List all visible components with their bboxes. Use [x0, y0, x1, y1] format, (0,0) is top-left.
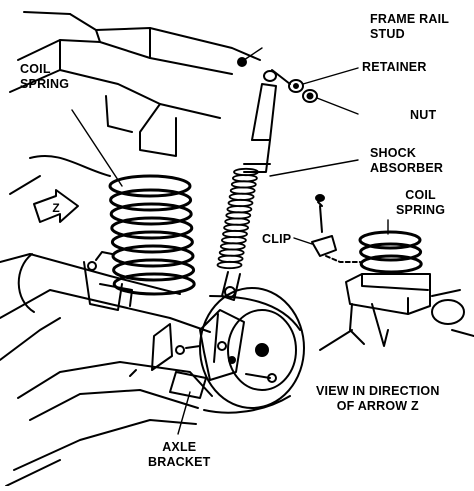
- inset-coil-spring-label: COIL SPRING: [396, 188, 445, 218]
- view-direction-caption: VIEW IN DIRECTION OF ARROW Z: [316, 384, 440, 414]
- coil-spring-turn: [109, 202, 193, 226]
- frame-rail: [9, 11, 261, 195]
- coil-spring-turn: [111, 244, 195, 268]
- frame-rail-stud-label-line1: FRAME RAIL: [370, 12, 450, 26]
- shock-absorber-label: SHOCK ABSORBER: [370, 146, 443, 176]
- retainer-label: RETAINER: [362, 60, 427, 75]
- view-caption-line1: VIEW IN DIRECTION: [316, 384, 440, 398]
- coil-spring-turn: [110, 230, 194, 254]
- axle-bracket-label: AXLE BRACKET: [148, 440, 211, 470]
- coil-spring-turn: [110, 216, 194, 240]
- retainer-label-text: RETAINER: [362, 60, 427, 74]
- axle-housing: [0, 251, 213, 487]
- shock-absorber: [216, 69, 359, 301]
- frame-rail-stud-label: FRAME RAIL STUD: [370, 12, 449, 42]
- coil-spring-label: COIL SPRING: [20, 62, 69, 92]
- shock-bellows-rib: [216, 260, 243, 270]
- inset-coil-spring-turn: [358, 230, 422, 250]
- shock-absorber-label-line2: ABSORBER: [370, 161, 444, 175]
- axle-bracket-label-line1: AXLE: [162, 440, 197, 454]
- coil-spring-turn: [108, 174, 192, 198]
- axle-bracket: [129, 309, 277, 435]
- axle-bracket-label-line2: BRACKET: [148, 455, 211, 469]
- view-caption-line2: OF ARROW Z: [336, 399, 419, 413]
- retainer: [288, 67, 359, 93]
- brake-drum: [199, 287, 305, 414]
- shock-absorber-label-line1: SHOCK: [370, 146, 417, 160]
- nut-label-text: NUT: [410, 108, 437, 122]
- direction-arrow-z: Z: [33, 189, 79, 223]
- inset-coil-spring-label-line2: SPRING: [396, 203, 446, 217]
- coil-spring-turn: [112, 272, 196, 296]
- nut-label: NUT: [410, 108, 436, 123]
- coil-spring-label-line2: SPRING: [20, 77, 70, 91]
- inset-coil-spring-turn: [359, 254, 423, 274]
- frame-rail-stud-label-line2: STUD: [370, 27, 405, 41]
- coil-spring-turn: [109, 188, 193, 212]
- frame-rail-stud: [237, 47, 263, 67]
- coil-spring-leader: [71, 109, 123, 187]
- coil-spring: [108, 174, 196, 296]
- clip-label: CLIP: [262, 232, 291, 247]
- clip-label-text: CLIP: [262, 232, 292, 246]
- shock-bellows: [216, 167, 259, 270]
- nut: [302, 89, 359, 115]
- coil-spring-turn: [112, 258, 196, 282]
- inset-view: [293, 194, 474, 351]
- coil-spring-label-line1: COIL: [20, 62, 51, 76]
- inset-coil-spring-turn: [359, 242, 423, 262]
- inset-coil-spring: [358, 230, 423, 274]
- arrow-z-letter: Z: [52, 201, 59, 215]
- inset-coil-spring-label-line1: COIL: [405, 188, 436, 202]
